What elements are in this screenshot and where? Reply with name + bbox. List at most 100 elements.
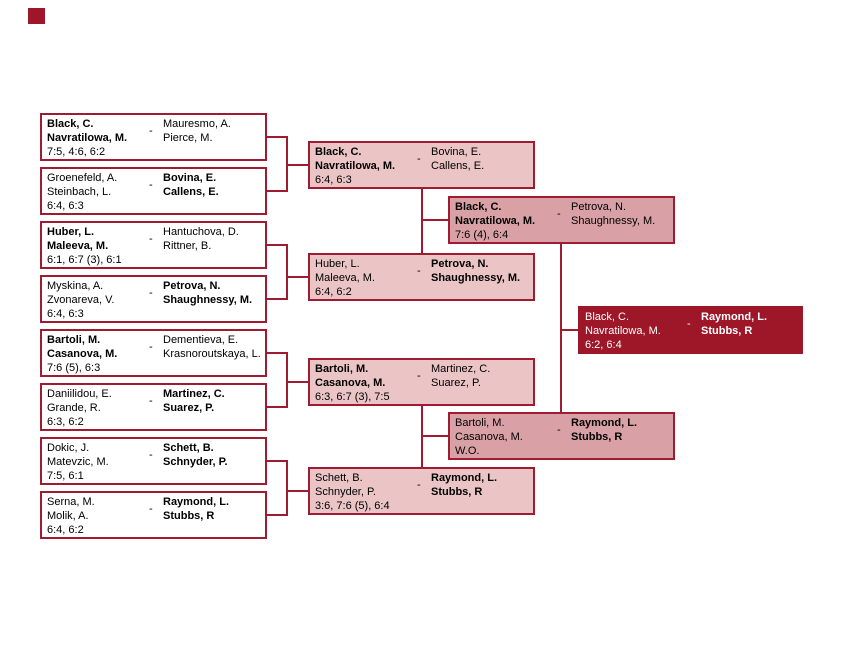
- match-score: 6:3, 6:7 (3), 7:5: [315, 391, 390, 403]
- player-name: Huber, L.: [315, 258, 360, 270]
- team-left: Myskina, A.Zvonareva, V.: [47, 279, 114, 307]
- match-round1-2: Groenefeld, A.Steinbach, L.Bovina, E.Cal…: [40, 167, 267, 215]
- connector-line: [560, 329, 578, 331]
- connector-line: [267, 406, 287, 408]
- vs-separator: -: [417, 265, 421, 277]
- player-name: Raymond, L.: [701, 311, 768, 323]
- connector-line: [267, 136, 287, 138]
- connector-line: [286, 490, 308, 492]
- team-right: Raymond, L.Stubbs, R: [163, 495, 229, 523]
- player-name: Raymond, L.: [571, 417, 638, 429]
- player-name: Martinez, C.: [431, 363, 491, 375]
- team-right: Petrova, N.Shaughnessy, M.: [571, 200, 655, 228]
- match-round2-2: Huber, L. Maleeva, M. Petrova, N.Shaughnes…: [308, 253, 535, 301]
- team-left: Bartoli, M.Casanova, M.: [47, 333, 117, 361]
- player-name: Black, C.: [315, 146, 362, 158]
- match-score: 6:1, 6:7 (3), 6:1: [47, 254, 122, 266]
- player-name: Raymond, L.: [163, 496, 230, 508]
- player-name: Bovina, E.: [431, 146, 482, 158]
- player-name: Petrova, N.: [163, 280, 221, 292]
- match-score: 6:4, 6:3: [47, 200, 84, 212]
- player-name: Callens, E.: [431, 160, 485, 172]
- player-name: Stubbs, R: [701, 325, 753, 337]
- match-score: 6:4, 6:2: [47, 524, 84, 536]
- player-name: Groenefeld, A.: [47, 172, 118, 184]
- connector-line: [286, 381, 308, 383]
- player-name: Black, C.: [47, 118, 94, 130]
- vs-separator: -: [687, 318, 691, 330]
- player-name: Maleeva, M.: [315, 272, 375, 284]
- player-name: Shaughnessy, M.: [163, 294, 253, 306]
- team-left: Bartoli, M.Casanova, M.: [315, 362, 385, 390]
- player-name: Navratilowa, M.: [315, 160, 396, 172]
- team-left: Black, C.Navratilowa, M.: [585, 310, 661, 338]
- player-name: Pierce, M.: [163, 132, 213, 144]
- connector-line: [267, 514, 287, 516]
- player-name: Dokic, J.: [47, 442, 90, 454]
- player-name: Bartoli, M.: [47, 334, 101, 346]
- player-name: Navratilowa, M.: [47, 132, 128, 144]
- team-right: Raymond, L. Stubbs, R: [571, 416, 637, 444]
- vs-separator: -: [149, 341, 153, 353]
- match-score: 7:6 (4), 6:4: [455, 229, 509, 241]
- match-round2-4: Schett, B.Schnyder, P.Raymond, L.Stubbs,…: [308, 467, 535, 515]
- player-name: Petrova, N.: [571, 201, 627, 213]
- team-right: Petrova, N.Shaughnessy, M.: [431, 257, 520, 285]
- vs-separator: -: [149, 125, 153, 137]
- team-right: Schett, B. Schnyder, P.: [163, 441, 228, 469]
- player-name: Schnyder, P.: [163, 456, 228, 468]
- match-round3-1: Black, C.Navratilowa, M.Petrova, N.Shaug…: [448, 196, 675, 244]
- player-name: Martinez, C.: [163, 388, 225, 400]
- connector-line: [560, 244, 562, 412]
- team-left: Bartoli, M.Casanova, M.: [455, 416, 523, 444]
- match-score: 7:5, 6:1: [47, 470, 84, 482]
- vs-separator: -: [417, 479, 421, 491]
- match-score: 6:4, 6:2: [315, 286, 352, 298]
- player-name: Rittner, B.: [163, 240, 212, 252]
- player-name: Myskina, A.: [47, 280, 104, 292]
- team-right: Dementieva, E. Krasnoroutskaya, L.: [163, 333, 261, 361]
- connector-line: [267, 244, 287, 246]
- match-score: 6:3, 6:2: [47, 416, 84, 428]
- vs-separator: -: [417, 370, 421, 382]
- player-name: Daniilidou, E.: [47, 388, 112, 400]
- vs-separator: -: [149, 449, 153, 461]
- team-right: Hantuchova, D.Rittner, B.: [163, 225, 239, 253]
- team-right: Martinez, C.Suarez, P.: [163, 387, 225, 415]
- vs-separator: -: [557, 208, 561, 220]
- player-name: Schett, B.: [315, 472, 363, 484]
- match-score: 6:2, 6:4: [585, 339, 622, 351]
- match-round1-8: Serna, M.Molik, A.Raymond, L.Stubbs, R-6…: [40, 491, 267, 539]
- player-name: Mauresmo, A.: [163, 118, 231, 130]
- connector-line: [267, 298, 287, 300]
- player-name: Shaughnessy, M.: [431, 272, 521, 284]
- player-name: Schnyder, P.: [315, 486, 376, 498]
- player-name: Krasnoroutskaya, L.: [163, 348, 261, 360]
- team-right: Petrova, N. Shaughnessy, M.: [163, 279, 252, 307]
- corner-mark: [28, 8, 45, 24]
- vs-separator: -: [149, 287, 153, 299]
- player-name: Black, C.: [455, 201, 502, 213]
- connector-line: [421, 189, 423, 253]
- match-round1-3: Huber, L.Maleeva, M.Hantuchova, D.Rittne…: [40, 221, 267, 269]
- player-name: Raymond, L.: [431, 472, 498, 484]
- vs-separator: -: [149, 395, 153, 407]
- connector-line: [286, 244, 288, 300]
- team-right: Raymond, L. Stubbs, R: [701, 310, 767, 338]
- team-right: Mauresmo, A. Pierce, M.: [163, 117, 231, 145]
- connector-line: [421, 435, 448, 437]
- match-score: 7:5, 4:6, 6:2: [47, 146, 106, 158]
- match-round1-5: Bartoli, M.Casanova, M. Dementieva, E. Kra…: [40, 329, 267, 377]
- player-name: Steinbach, L.: [47, 186, 112, 198]
- connector-line: [267, 190, 287, 192]
- match-round1-1: Black, C. Navratilowa, M. Mauresmo, A. Pier…: [40, 113, 267, 161]
- player-name: Serna, M.: [47, 496, 95, 508]
- vs-separator: -: [149, 233, 153, 245]
- team-left: Serna, M.Molik, A.: [47, 495, 95, 523]
- player-name: Stubbs, R: [571, 431, 623, 443]
- player-name: Dementieva, E.: [163, 334, 239, 346]
- match-score: 3:6, 7:6 (5), 6:4: [315, 500, 390, 512]
- player-name: Schett, B.: [163, 442, 214, 454]
- team-left: Huber, L. Maleeva, M.: [315, 257, 375, 285]
